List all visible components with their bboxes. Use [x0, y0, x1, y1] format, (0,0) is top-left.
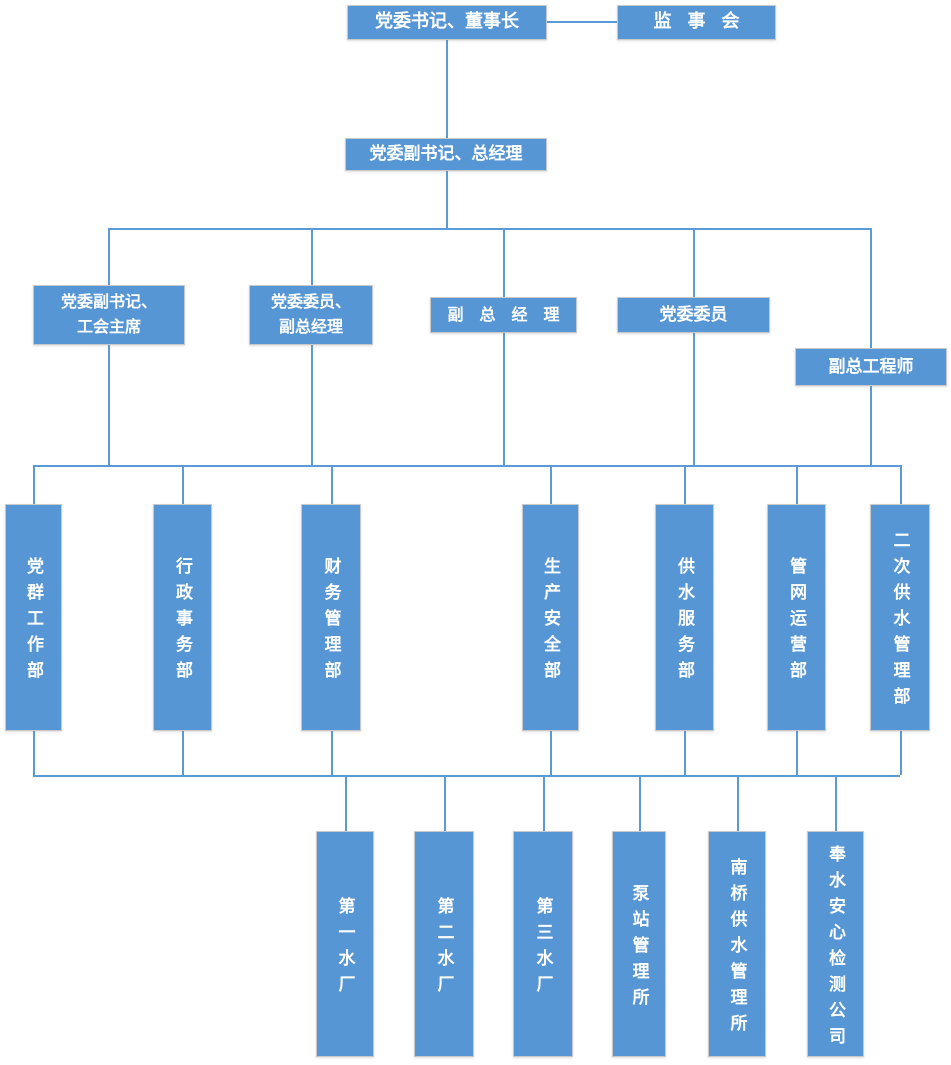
connector-bus2-service	[684, 465, 686, 504]
connector-bus2-party-mass	[33, 465, 35, 504]
connector-bus2-secondary	[900, 465, 902, 504]
node-finance-management-dept: 财务管理部	[301, 504, 361, 731]
connector-bus2-pipeline	[796, 465, 798, 504]
node-party-mass-work-dept: 党群工作部	[5, 504, 62, 731]
node-supervisory-board: 监事会	[617, 5, 776, 40]
connector-bus1-committee-deputy-gm	[311, 228, 313, 285]
connector-bus1-deputy-gm-bus2	[503, 228, 505, 465]
connector-bus3-plant1	[345, 775, 347, 831]
node-committee-member-deputy-gm: 党委委员、 副总经理	[249, 285, 373, 345]
node-secondary-water-supply-dept: 二次供水管理部	[870, 504, 930, 731]
connector-bus3	[33, 775, 900, 777]
connector-committee-deputy-gm-bus2	[311, 345, 313, 465]
connector-bus1-deputy-secretary	[108, 228, 110, 285]
connector-bus3-nanqiao	[737, 775, 739, 831]
node-deputy-secretary-union-chairman: 党委副书记、 工会主席	[33, 285, 185, 345]
node-party-committee-member: 党委委员	[617, 297, 770, 333]
node-water-supply-service-dept: 供水服务部	[655, 504, 714, 731]
connector-bus3-plant2	[444, 775, 446, 831]
node-deputy-secretary-general-manager: 党委副书记、总经理	[345, 138, 547, 171]
connector-secondary-bus3	[900, 731, 902, 775]
node-water-plant-1: 第一水厂	[316, 831, 374, 1057]
connector-bus1-committee-member-bus2	[693, 228, 695, 465]
node-deputy-chief-engineer: 副总工程师	[795, 348, 947, 386]
connector-deputy-secretary-bus2	[108, 345, 110, 465]
connector-bus3-testing	[835, 775, 837, 831]
connector-bus2	[33, 465, 900, 467]
node-water-plant-2: 第二水厂	[414, 831, 474, 1057]
connector-admin-bus3	[182, 731, 184, 775]
connector-service-bus3	[684, 731, 686, 775]
node-pipeline-network-ops-dept: 管网运营部	[767, 504, 826, 731]
node-water-plant-3: 第三水厂	[513, 831, 573, 1057]
connector-chairman-supervisory	[547, 21, 617, 23]
connector-bus3-plant3	[543, 775, 545, 831]
connector-pipeline-bus3	[796, 731, 798, 775]
node-production-safety-dept: 生产安全部	[522, 504, 579, 731]
connector-finance-bus3	[331, 731, 333, 775]
connector-bus2-safety	[550, 465, 552, 504]
node-pump-station-office: 泵站管理所	[612, 831, 666, 1057]
connector-bus3-pump-station	[639, 775, 641, 831]
connector-safety-bus3	[550, 731, 552, 775]
node-party-secretary-chairman: 党委书记、董事长	[347, 5, 547, 40]
node-admin-affairs-dept: 行政事务部	[153, 504, 212, 731]
connector-bus1	[108, 228, 870, 230]
connector-chairman-gm	[446, 40, 448, 138]
connector-bus1-chief-engineer-bus2	[870, 228, 872, 465]
connector-gm-bus1	[446, 171, 448, 228]
connector-bus2-finance	[331, 465, 333, 504]
node-deputy-general-manager: 副总经理	[430, 297, 577, 333]
connector-bus2-admin	[182, 465, 184, 504]
node-testing-company: 奉水安心检测公司	[807, 831, 864, 1057]
connector-party-mass-bus3	[33, 731, 35, 775]
node-nanqiao-water-office: 南桥供水管理所	[708, 831, 766, 1057]
